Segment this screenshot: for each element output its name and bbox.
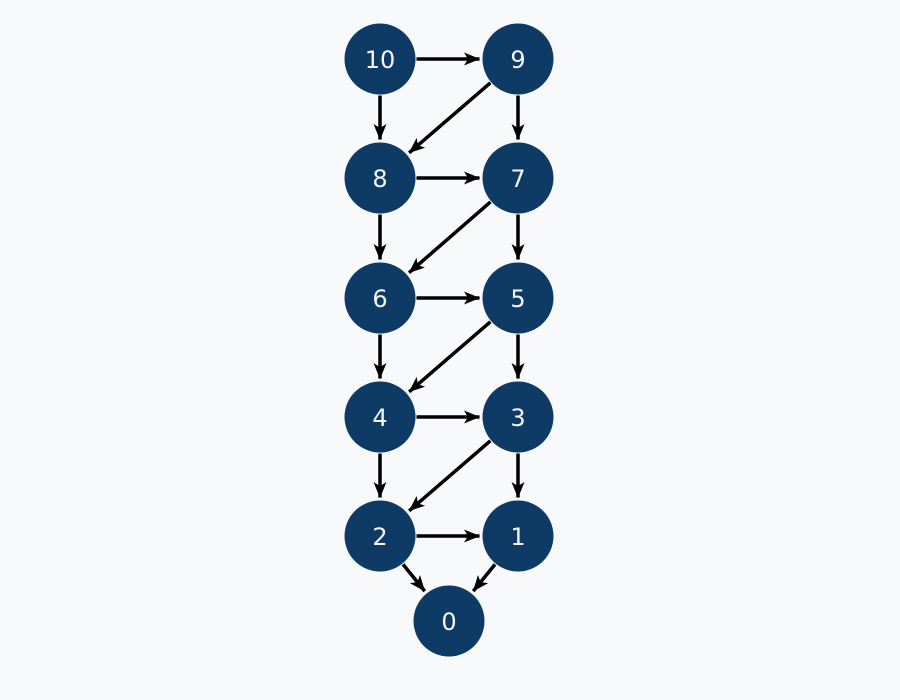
graph-node-3: 3 <box>482 381 554 453</box>
graph-node-9: 9 <box>482 23 554 95</box>
graph-node-2: 2 <box>344 500 416 572</box>
graph-node-6: 6 <box>344 262 416 334</box>
graph-edge-1-0 <box>471 563 497 593</box>
graph-edge-9-8 <box>408 81 492 155</box>
graph-node-1: 1 <box>482 500 554 572</box>
graph-node-circle-4 <box>344 381 416 453</box>
graph-node-circle-1 <box>482 500 554 572</box>
graph-node-circle-8 <box>344 142 416 214</box>
graph-node-10: 10 <box>344 23 416 95</box>
graph-node-circle-10 <box>344 23 416 95</box>
graph-node-5: 5 <box>482 262 554 334</box>
graph-node-7: 7 <box>482 142 554 214</box>
graph-edge-3-2 <box>408 439 492 513</box>
graph-node-circle-3 <box>482 381 554 453</box>
graph-node-circle-0 <box>413 585 485 657</box>
graph-node-circle-5 <box>482 262 554 334</box>
graph-node-circle-9 <box>482 23 554 95</box>
graph-node-0: 0 <box>413 585 485 657</box>
graph-node-circle-2 <box>344 500 416 572</box>
graph-node-circle-6 <box>344 262 416 334</box>
graph-edge-7-6 <box>407 200 492 275</box>
graph-node-8: 8 <box>344 142 416 214</box>
graph-edge-2-0 <box>401 563 427 593</box>
graph-node-4: 4 <box>344 381 416 453</box>
graph-edge-5-4 <box>408 320 492 394</box>
graph-node-circle-7 <box>482 142 554 214</box>
